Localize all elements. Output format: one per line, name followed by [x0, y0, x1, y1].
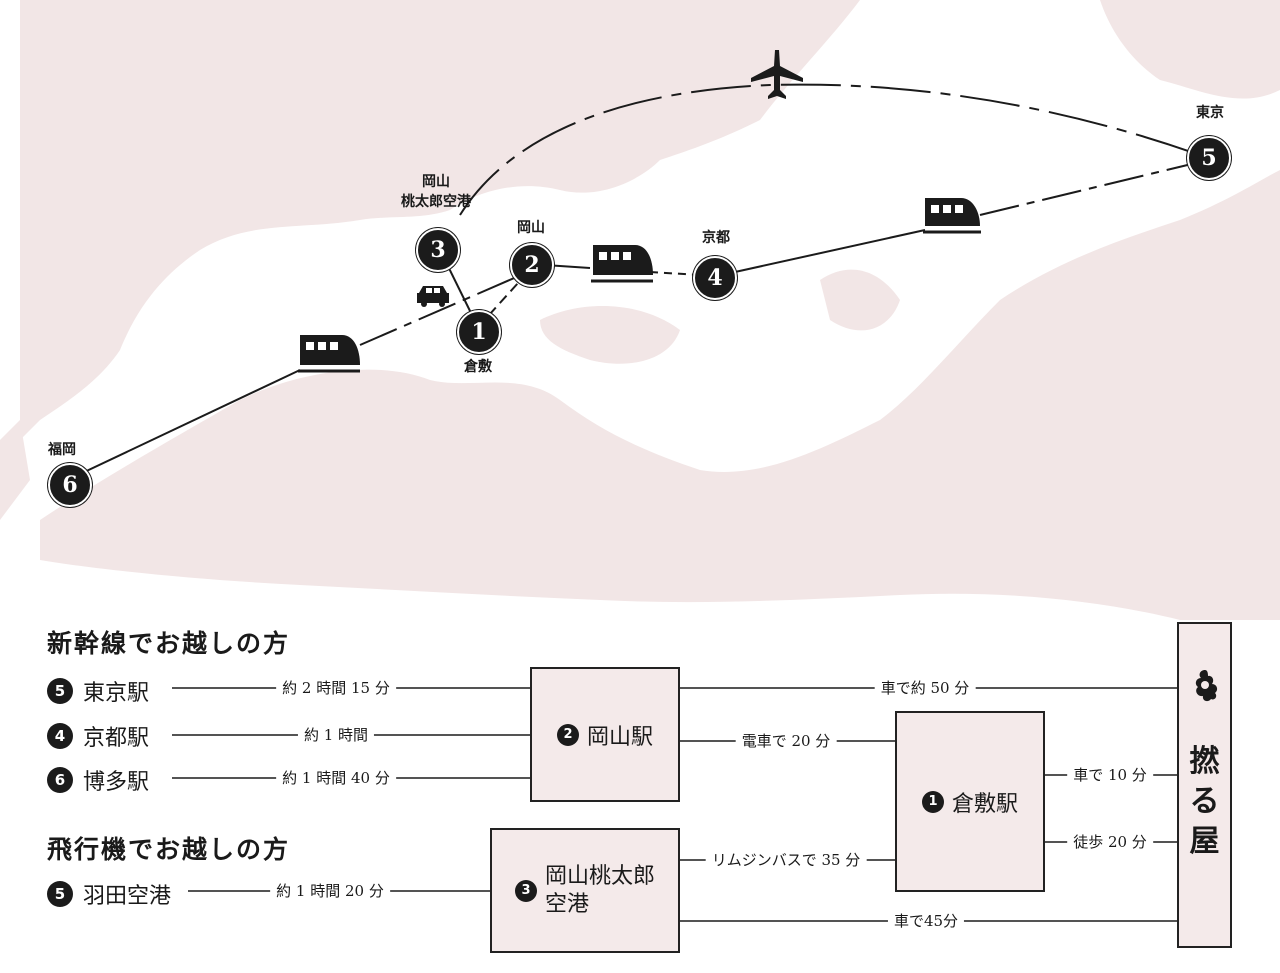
route-hakata: 6 博多駅: [47, 764, 149, 796]
hub-number-badge: 3: [514, 879, 537, 902]
map-node-kyoto: 4: [693, 256, 737, 300]
shinkansen-title: 新幹線でお越しの方: [47, 629, 291, 658]
airport-box: 3 岡山桃太郎 空港: [490, 828, 680, 953]
train-icon: [298, 335, 360, 373]
land-background: [0, 0, 1280, 620]
duration-okayama-to-kurashiki: 電車で 20 分: [735, 731, 837, 751]
route-number-badge: 5: [47, 881, 73, 907]
duration-hakata: 約 1 時間 40 分: [276, 768, 396, 788]
train-icon: [923, 198, 981, 234]
map-label-tokyo: 東京: [1196, 105, 1224, 121]
duration-airport-to-ryokan: 車で45分: [887, 911, 965, 931]
map-label-fukuoka: 福岡: [48, 442, 76, 458]
route-station: 東京駅: [83, 681, 150, 706]
map-label-airport-line2: 桃太郎空港: [401, 194, 471, 210]
duration-haneda: 約 1 時間 20 分: [270, 881, 390, 901]
route-kyoto: 4 京都駅: [47, 720, 149, 752]
okayama-station-box: 2 岡山駅: [530, 667, 680, 802]
hub-label: 倉敷駅: [951, 791, 1018, 817]
map-node-tokyo: 5: [1187, 136, 1231, 180]
car-icon: [417, 286, 449, 307]
train-icon: [591, 245, 653, 283]
route-station: 京都駅: [83, 726, 150, 751]
duration-okayama-to-ryokan: 車で約 50 分: [874, 678, 976, 698]
route-number-badge: 4: [47, 723, 73, 749]
map-label-airport: 岡山桃太郎空港: [401, 172, 471, 212]
destination-name: 撚る屋: [1189, 744, 1220, 859]
map-node-airport: 3: [416, 228, 460, 272]
duration-airport-to-kurashiki: リムジンバスで 35 分: [705, 850, 867, 870]
map-node-fukuoka: 6: [48, 463, 92, 507]
ryokan-logo-icon: [1195, 670, 1217, 702]
airplane-title: 飛行機でお越しの方: [47, 835, 291, 864]
flight-path: [459, 83, 1201, 216]
route-station: 羽田空港: [83, 884, 172, 909]
route-station: 博多駅: [83, 770, 150, 795]
duration-tokyo: 約 2 時間 15 分: [276, 678, 396, 698]
map-label-kyoto: 京都: [702, 230, 730, 246]
route-number-badge: 5: [47, 678, 73, 704]
map-label-okayama: 岡山: [517, 220, 545, 236]
route-tokyo: 5 東京駅: [47, 675, 149, 707]
route-number-badge: 6: [47, 767, 73, 793]
hub-number-badge: 1: [921, 790, 944, 813]
map-label-kurashiki: 倉敷: [464, 359, 492, 375]
destination-box: 撚る屋: [1177, 622, 1232, 948]
hub-label: 岡山駅: [586, 724, 653, 750]
duration-kurashiki-walk: 徒歩 20 分: [1067, 832, 1153, 852]
kurashiki-station-box: 1 倉敷駅: [895, 711, 1045, 892]
duration-kurashiki-car: 車で 10 分: [1067, 765, 1153, 785]
map-node-okayama: 2: [510, 243, 554, 287]
airplane-icon: [751, 50, 803, 99]
map-node-kurashiki: 1: [457, 310, 501, 354]
hub-number-badge: 2: [556, 723, 579, 746]
map-label-airport-line1: 岡山: [422, 174, 450, 190]
hub-label: 岡山桃太郎 空港: [544, 863, 655, 917]
duration-kyoto: 約 1 時間: [297, 725, 375, 745]
route-haneda: 5 羽田空港: [47, 878, 171, 910]
